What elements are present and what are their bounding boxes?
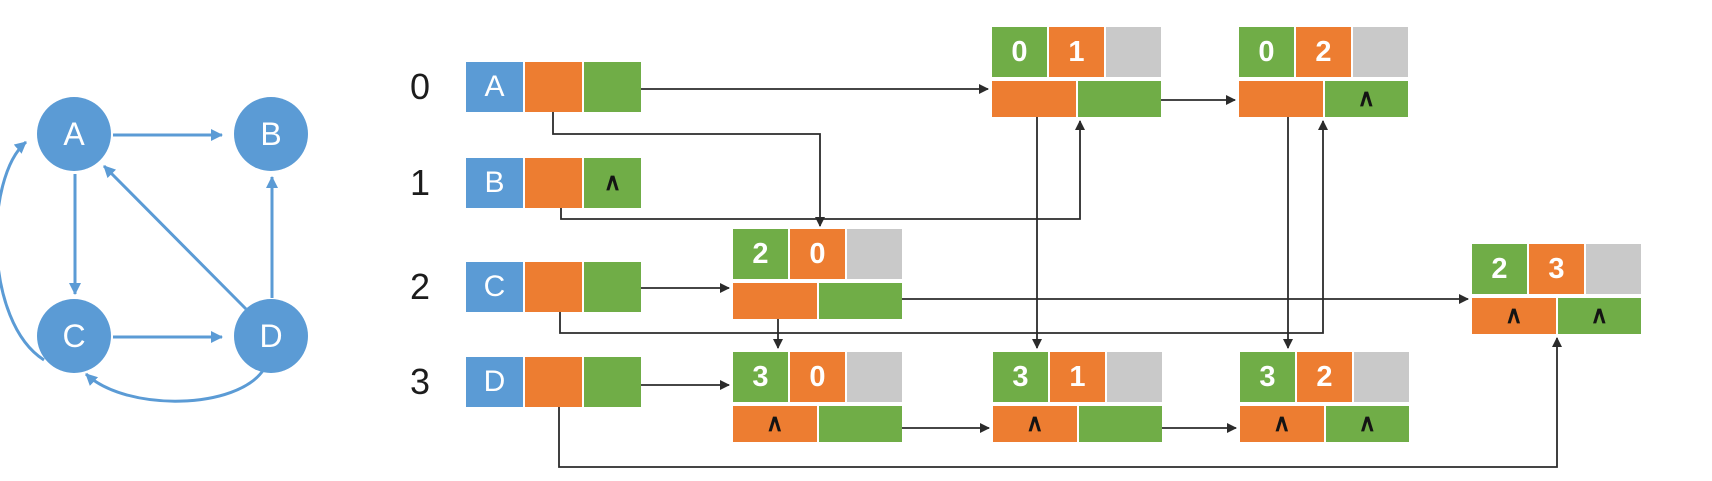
graph-node-label: B [260,115,282,152]
tail-cell: 3 [1240,352,1295,402]
graph-node-label: C [62,317,86,354]
graph-node-A: A [37,97,111,171]
info-cell [847,352,902,402]
vertex-node-1: B ∧ [466,158,641,208]
vertex-data-cell: D [466,357,523,407]
vertex-node-0: A [466,62,641,112]
tlink-cell: ∧ [1324,81,1408,117]
hlink-null-label: ∧ [1025,410,1044,437]
info-cell [1354,352,1409,402]
hlink-null-label: ∧ [1504,302,1523,329]
info-cell [1586,244,1641,294]
info-cell [1107,352,1162,402]
tail-cell: 3 [993,352,1048,402]
head-cell: 3 [1529,244,1584,294]
arc-node-3-2: 3 2 ∧ ∧ [1240,352,1409,442]
hlink-cell [992,81,1076,117]
vertex-index-2: 2 [409,266,430,307]
vertex-firstout-cell [584,262,641,312]
arc-node-2-0: 2 0 [733,229,902,319]
vertex-index-1: 1 [409,162,430,203]
firstout-null-label: ∧ [603,169,622,196]
tlink-cell [818,406,902,442]
head-cell: 2 [1296,27,1351,77]
vertex-firstin-cell [525,62,582,112]
vertex-data-cell: B [466,158,523,208]
tlink-null-label: ∧ [1358,410,1377,437]
tlink-cell [1077,81,1161,117]
pointer-C-firstin [559,120,1328,334]
head-cell: 1 [1049,27,1104,77]
vertex-data-cell: A [466,62,523,112]
graph-node-label: D [259,317,283,354]
vertex-firstin-cell [525,262,582,312]
tail-cell: 2 [733,229,788,279]
graph-edges [0,129,278,403]
tail-cell: 0 [1239,27,1294,77]
vertex-firstout-cell [584,62,641,112]
tail-cell: 2 [1472,244,1527,294]
vertex-data-cell: C [466,262,523,312]
head-cell: 0 [790,352,845,402]
vertex-firstout-cell [584,357,641,407]
graph-edge-D-C [84,368,266,403]
hlink-cell: ∧ [1472,298,1556,334]
hlink-cell [1239,81,1323,117]
hlink-cell: ∧ [993,406,1077,442]
hlink-cell: ∧ [733,406,817,442]
info-cell [847,229,902,279]
head-cell: 1 [1050,352,1105,402]
vertex-firstout-cell: ∧ [584,158,641,208]
tlink-null-label: ∧ [1590,302,1609,329]
tlink-cell [1078,406,1162,442]
vertex-index-3: 3 [409,361,430,402]
arc-node-3-0: 3 0 ∧ [733,352,902,442]
graph-node-B: B [234,97,308,171]
head-cell: 0 [790,229,845,279]
graph-node-C: C [37,299,111,373]
info-cell [1353,27,1408,77]
arc-node-3-1: 3 1 ∧ [993,352,1162,442]
tlink-null-label: ∧ [1357,85,1376,112]
hlink-null-label: ∧ [1272,410,1291,437]
graph-edge-D-A [102,164,248,311]
head-cell: 2 [1297,352,1352,402]
tlink-cell: ∧ [1557,298,1641,334]
vertex-index-0: 0 [409,66,430,107]
hlink-cell [733,283,817,319]
graph-node-label: A [63,115,85,152]
hlink-null-label: ∧ [765,410,784,437]
arc-node-2-3: 2 3 ∧ ∧ [1472,244,1641,334]
tlink-cell [818,283,902,319]
graph-node-D: D [234,299,308,373]
arc-node-0-1: 0 1 [992,27,1161,117]
vertex-node-3: D [466,357,641,407]
vertex-node-2: C [466,262,641,312]
arc-node-0-2: 0 2 ∧ [1239,27,1408,117]
info-cell [1106,27,1161,77]
tlink-cell: ∧ [1325,406,1409,442]
tail-cell: 3 [733,352,788,402]
vertex-firstin-cell [525,357,582,407]
hlink-cell: ∧ [1240,406,1324,442]
tail-cell: 0 [992,27,1047,77]
vertex-firstin-cell [525,158,582,208]
